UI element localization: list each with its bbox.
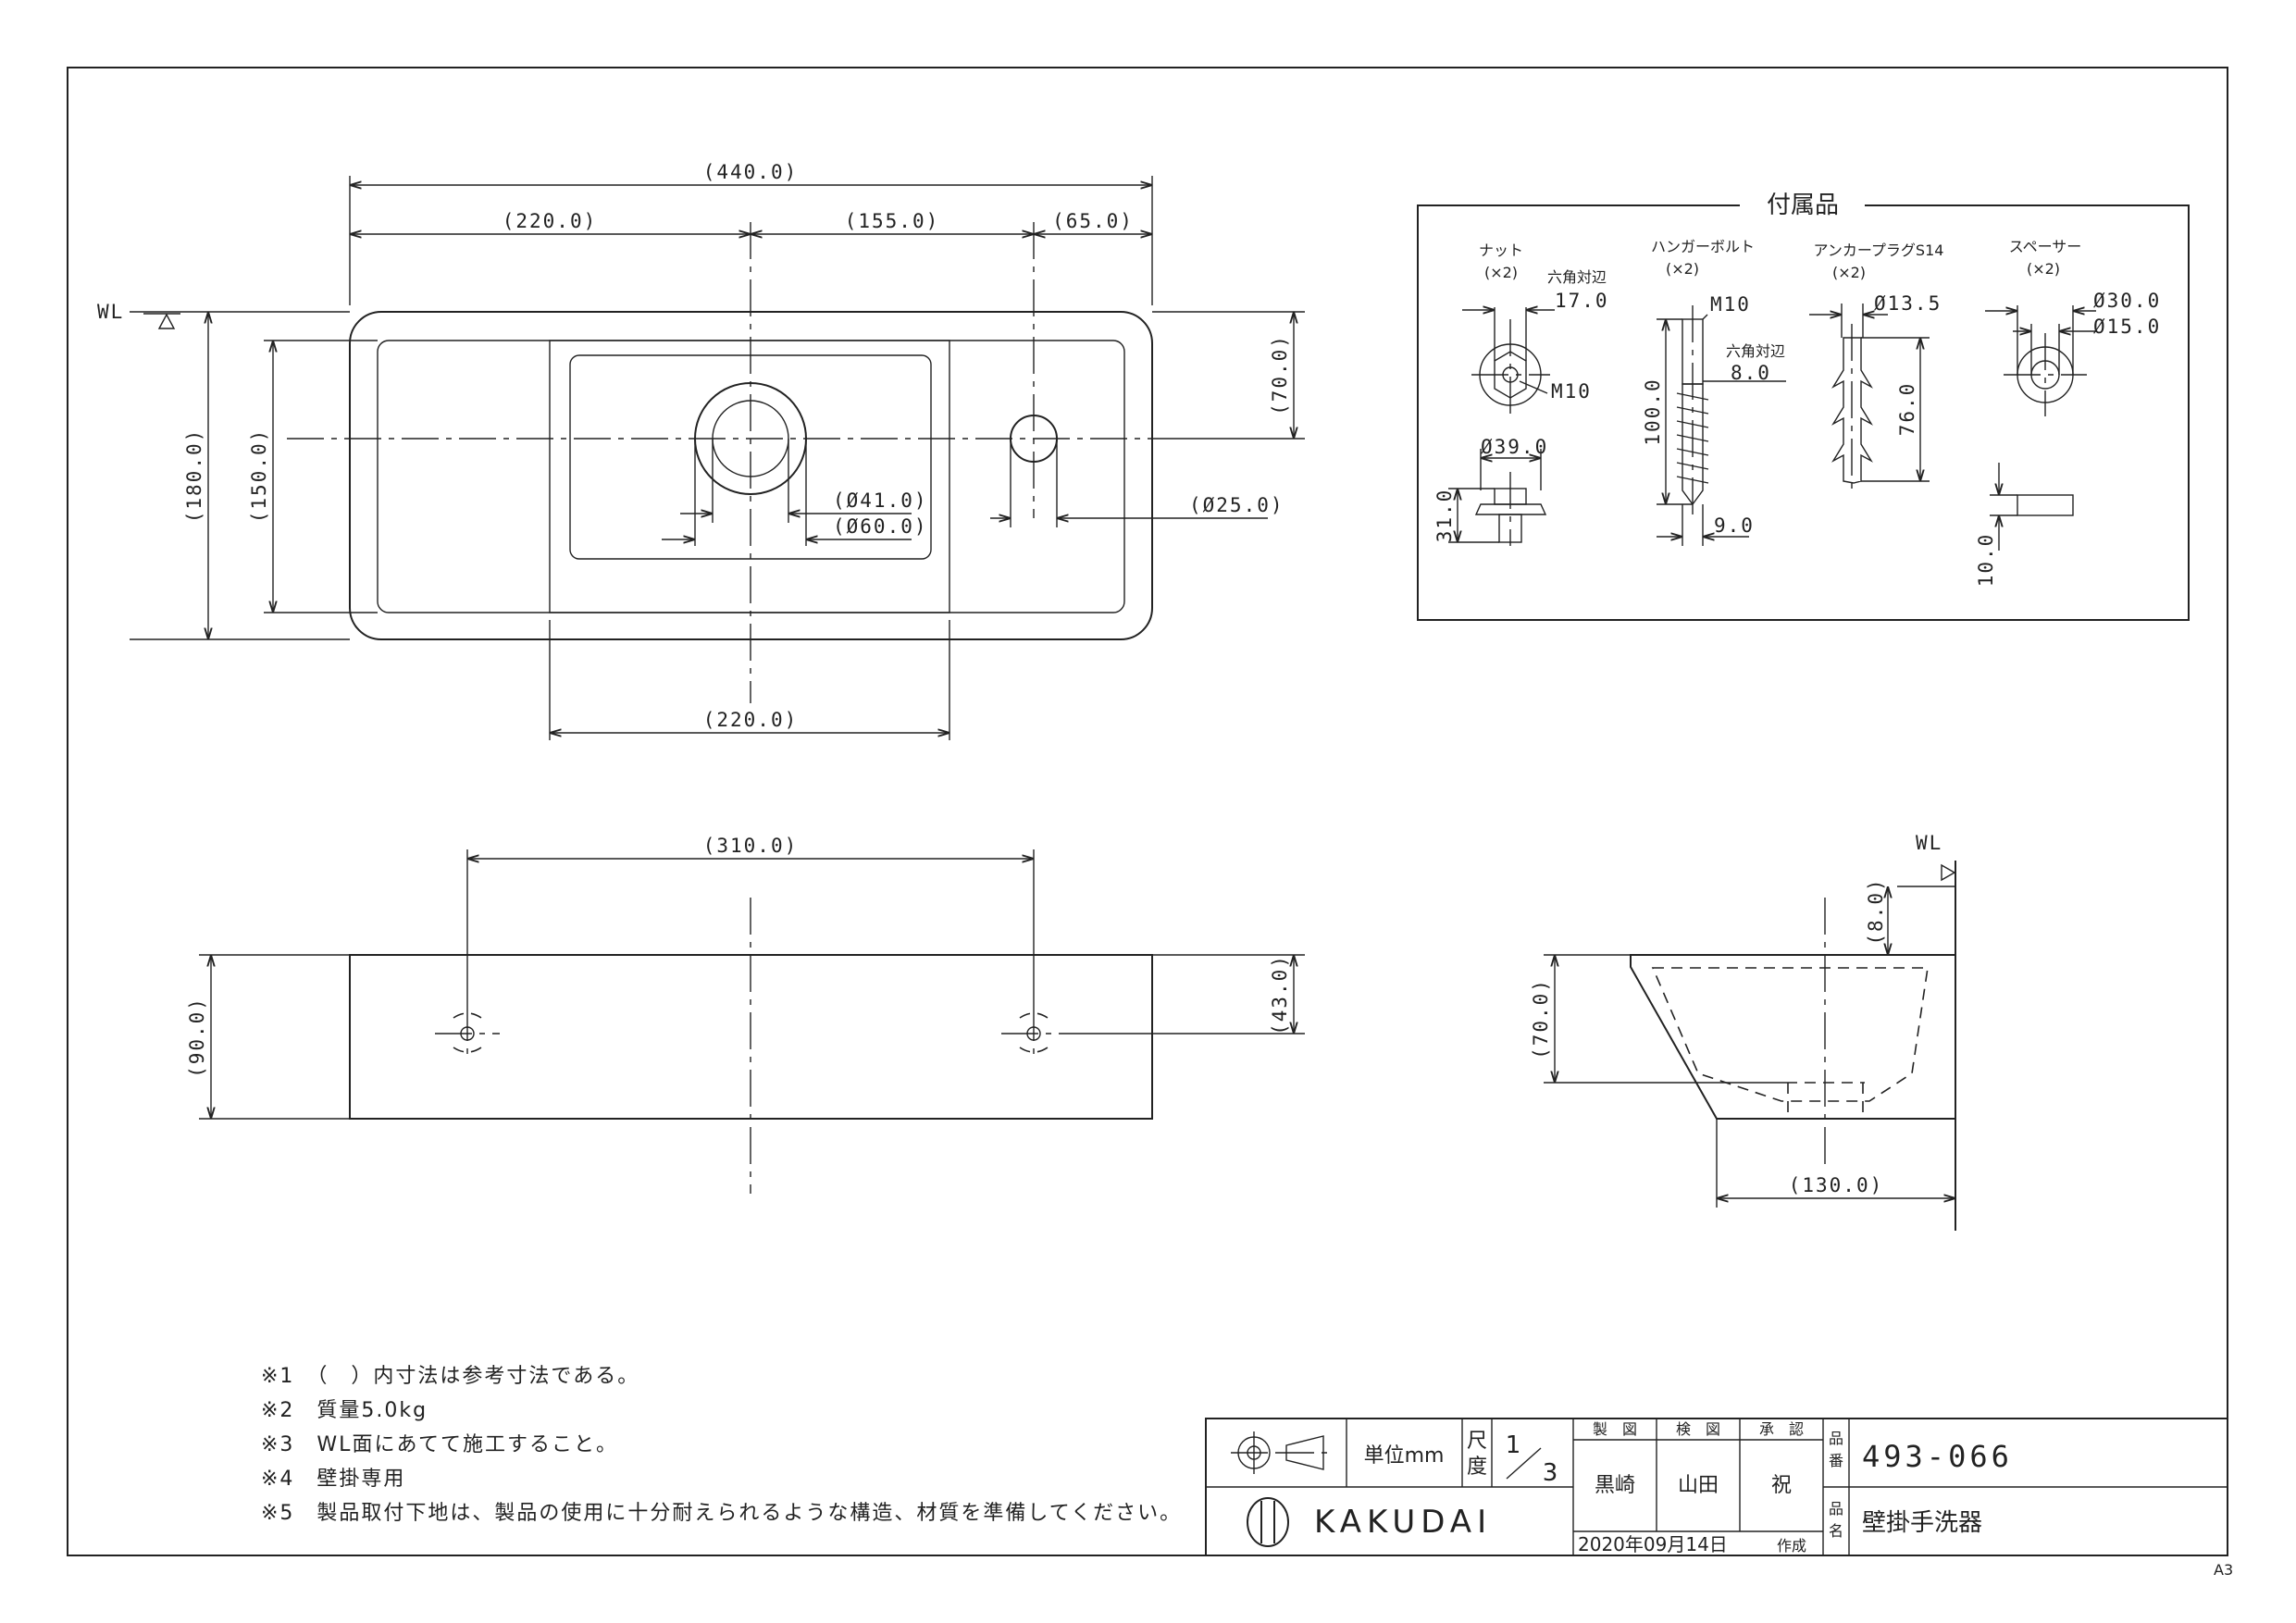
nut-hex-label: 六角対辺: [1547, 268, 1607, 286]
third-angle-projection-icon: [1231, 1431, 1333, 1474]
nut-name: ナット: [1479, 242, 1523, 259]
plug-length: 76.0: [1896, 382, 1918, 437]
accessories-title: 付属品: [1767, 192, 1839, 219]
dim-inner-depth: (150.0): [248, 428, 270, 524]
bolt-qty: (×2): [1666, 260, 1699, 278]
dim-fixing-pitch: (310.0): [703, 835, 799, 857]
bolt-name: ハンガーボルト: [1651, 238, 1755, 255]
sheet-border: [67, 67, 2228, 1556]
note-2: ※2 質量5.0kg: [261, 1399, 428, 1422]
fixing-hole-left: [435, 1004, 500, 1059]
dim-fixing-height: (43.0): [1269, 954, 1291, 1035]
dim-tap-depth: (70.0): [1269, 334, 1291, 415]
nut-qty: (×2): [1484, 264, 1518, 281]
dim-rim-offset: (8.0): [1865, 877, 1887, 945]
nut-hex-size: 17.0: [1555, 290, 1609, 312]
bolt-thread: M10: [1710, 293, 1751, 316]
bolt-length: 100.0: [1642, 378, 1664, 445]
product-name: 壁掛手洗器: [1862, 1509, 1982, 1537]
dim-overall-depth: (180.0): [183, 428, 205, 524]
accessories-box: 付属品 ナット (×2) 六角対辺 17.0 M10 Ø39.0 31.0 ハン…: [1417, 192, 2190, 621]
note-3: ※3 WL面にあてて施工すること。: [261, 1433, 618, 1456]
checked-by: 山田: [1678, 1474, 1719, 1497]
scale-denominator: 3: [1543, 1459, 1558, 1487]
basin-side-outline: [1630, 954, 1956, 1120]
drawn-label: 製 図: [1593, 1420, 1637, 1438]
nut-thread: M10: [1551, 380, 1592, 403]
unit-label: 単位mm: [1364, 1444, 1445, 1468]
bolt-hex-size: 8.0: [1731, 362, 1771, 384]
bowl-rim: [549, 340, 950, 613]
name-label-2: 名: [1829, 1522, 1843, 1540]
note-4: ※4 壁掛専用: [261, 1468, 405, 1491]
kakudai-logo: [1247, 1497, 1289, 1547]
dim-projection: (130.0): [1789, 1174, 1884, 1196]
spacer-qty: (×2): [2027, 260, 2060, 278]
plug-qty: (×2): [1832, 264, 1866, 281]
dim-left-to-center: (220.0): [503, 210, 598, 232]
dim-bowl-width: (220.0): [703, 709, 799, 731]
scale-label-1: 尺: [1467, 1430, 1487, 1453]
dim-overall-width: (440.0): [703, 161, 799, 183]
dim-drain-outer: (Ø60.0): [833, 515, 928, 538]
nut-dia: Ø39.0: [1481, 436, 1548, 458]
plug-name: アンカープラグS14: [1814, 242, 1944, 259]
dim-tap-hole: (Ø25.0): [1189, 494, 1285, 516]
wl-label-side: WL: [1916, 832, 1942, 854]
spacer-name: スペーサー: [2009, 238, 2082, 255]
note-1: ※1 （ ）内寸法は参考寸法である。: [261, 1365, 639, 1388]
dim-side-height: (70.0): [1530, 978, 1552, 1059]
wl-label-top: WL: [97, 301, 124, 323]
approved-by: 祝: [1771, 1474, 1792, 1497]
fixing-hole-right: [1001, 1004, 1066, 1059]
company-name: KAKUDAI: [1314, 1504, 1492, 1541]
name-label-1: 品: [1829, 1500, 1843, 1518]
part-number: 493-066: [1862, 1439, 2013, 1474]
created-date: 2020年09月14日: [1578, 1533, 1728, 1555]
dim-drain-inner: (Ø41.0): [833, 489, 928, 512]
scale-numerator: 1: [1506, 1431, 1521, 1459]
top-view: (440.0) (220.0) (155.0) (65.0) (220.0) (…: [97, 161, 1305, 740]
title-block: 単位mm 尺 度 1 3 製 図 検 図 承 認 黒崎 山田 祝 品 番 493…: [1205, 1418, 2228, 1556]
part-no-label-2: 番: [1829, 1452, 1843, 1469]
bolt-dia: 9.0: [1714, 514, 1755, 537]
spacer-inner-dia: Ø15.0: [2093, 316, 2161, 338]
dim-tap-to-right: (65.0): [1052, 210, 1134, 232]
notes: ※1 （ ）内寸法は参考寸法である。 ※2 質量5.0kg ※3 WL面にあてて…: [261, 1365, 1182, 1525]
nut-height: 31.0: [1433, 489, 1456, 543]
dim-center-to-tap: (155.0): [845, 210, 940, 232]
bolt-hex-label: 六角対辺: [1726, 342, 1785, 360]
drawn-by: 黒崎: [1595, 1474, 1635, 1497]
sheet-size: A3: [2214, 1561, 2233, 1579]
plug-dia: Ø13.5: [1874, 292, 1942, 315]
approved-label: 承 認: [1759, 1420, 1804, 1438]
front-view: (310.0) (90.0) (43.0): [186, 835, 1305, 1194]
spacer-outer-dia: Ø30.0: [2093, 290, 2161, 312]
side-view: WL (8.0) (70.0) (130.0): [1530, 832, 1956, 1231]
scale-label-2: 度: [1467, 1456, 1487, 1479]
created-label: 作成: [1777, 1537, 1806, 1555]
part-no-label-1: 品: [1829, 1430, 1843, 1447]
dim-front-height: (90.0): [186, 997, 208, 1078]
spacer-thickness: 10.0: [1975, 533, 1997, 588]
checked-label: 検 図: [1676, 1420, 1720, 1438]
note-5: ※5 製品取付下地は、製品の使用に十分耐えられるような構造、材質を準備してくださ…: [261, 1502, 1182, 1525]
